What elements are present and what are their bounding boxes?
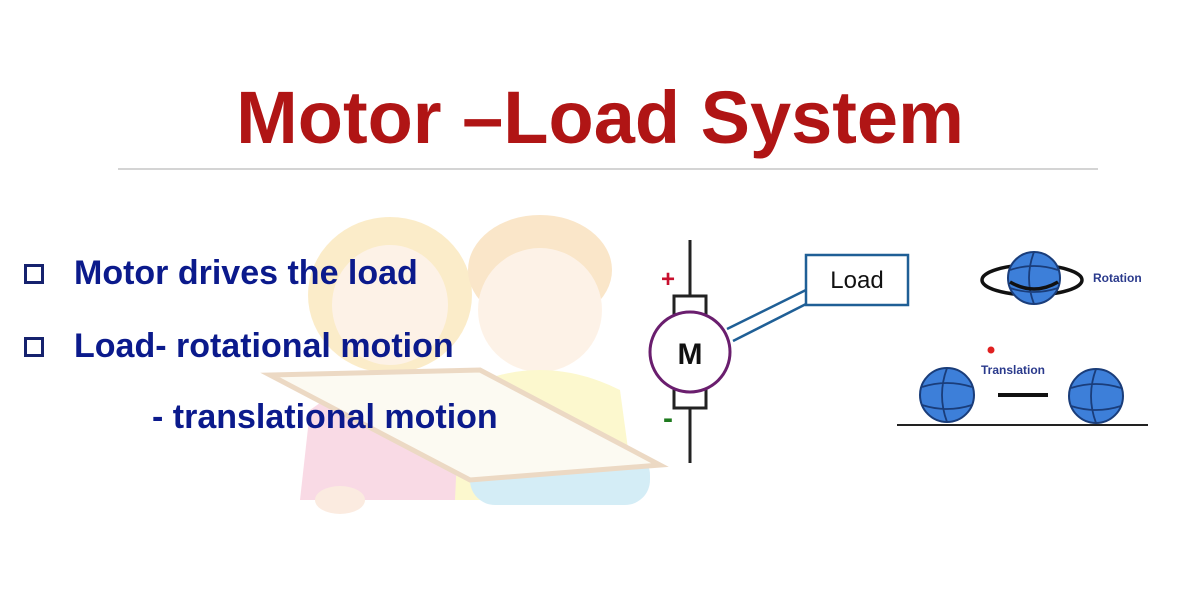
slide-title: Motor –Load System	[236, 76, 964, 159]
title-divider	[118, 168, 1098, 170]
bullet-item: Motor drives the load	[24, 254, 418, 293]
checkbox-bullet-icon	[24, 263, 44, 284]
red-dot-marker	[987, 346, 995, 354]
plus-terminal-label: +	[661, 266, 675, 293]
minus-terminal-label: -	[663, 402, 673, 435]
bullet-item: Load- rotational motion	[24, 327, 454, 366]
ball-icon	[1007, 251, 1061, 305]
load-box	[804, 253, 910, 307]
translation-label: Translation	[981, 363, 1045, 377]
shaft-line-upper	[726, 287, 809, 331]
translation-illustration: Translation	[897, 346, 1148, 426]
rotation-illustration: Rotation	[980, 251, 1142, 305]
ball-icon	[919, 367, 975, 423]
shaft-line-lower	[732, 299, 813, 343]
sub-bullet-text: - translational motion	[152, 398, 498, 436]
bullet-text: Load- rotational motion	[74, 327, 454, 365]
ball-icon	[1068, 368, 1124, 424]
checkbox-bullet-icon	[24, 336, 44, 357]
bullet-text: Motor drives the load	[74, 254, 418, 292]
rotation-label: Rotation	[1093, 271, 1142, 285]
motor-icon	[648, 310, 732, 394]
motor-label: M	[678, 338, 703, 371]
load-label: Load	[830, 267, 883, 294]
children-reading-illustration	[260, 215, 669, 514]
